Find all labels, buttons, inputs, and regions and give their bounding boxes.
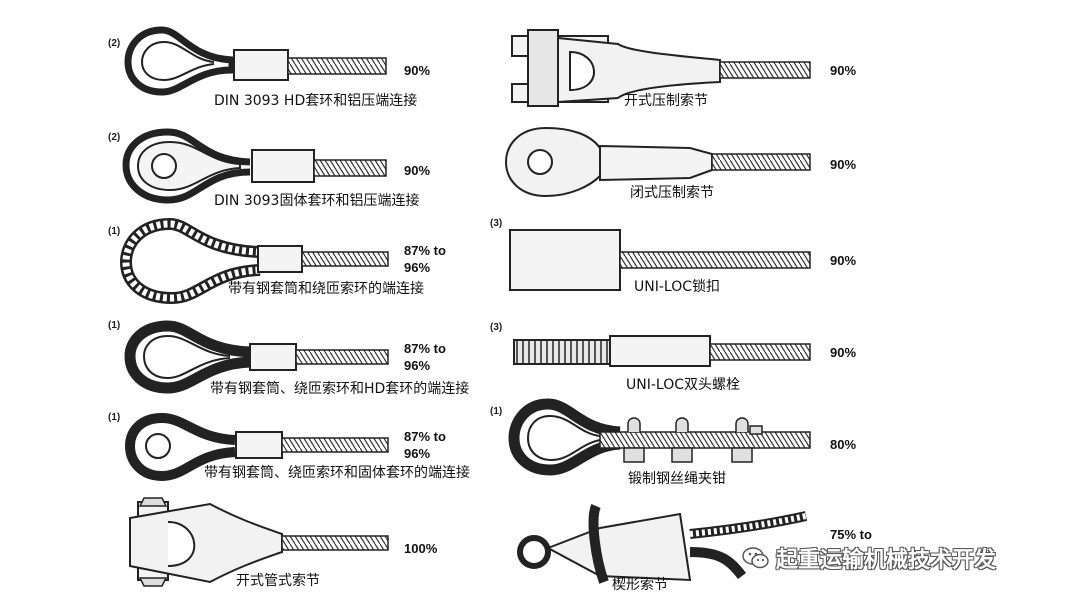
fitting-10-illustration (514, 336, 810, 366)
caption-2: DIN 3093固体套环和铝压端连接 (214, 190, 419, 210)
note-1: (2) (108, 38, 120, 49)
note-3: (1) (108, 226, 120, 237)
caption-1: DIN 3093 HD套环和铝压端连接 (214, 90, 417, 110)
note-11: (1) (490, 406, 502, 417)
pct-8: 90% (830, 156, 856, 173)
pct-10: 90% (830, 344, 856, 361)
pct-3: 87% to 96% (404, 242, 446, 276)
note-10: (3) (490, 322, 502, 333)
caption-11: 锻制钢丝绳夹钳 (628, 468, 726, 488)
pct-12: 75% to (830, 526, 872, 543)
watermark: 起重运输机械技术开发 (742, 542, 996, 574)
watermark-text: 起重运输机械技术开发 (776, 542, 996, 574)
caption-6: 开式管式索节 (236, 570, 320, 590)
note-5: (1) (108, 412, 120, 423)
caption-3: 带有钢套筒和绕匝索环的端连接 (228, 278, 424, 298)
pct-4: 87% to 96% (404, 340, 446, 374)
caption-10: UNI-LOC双头螺栓 (626, 374, 740, 394)
caption-5: 带有钢套筒、绕匝索环和固体套环的端连接 (204, 462, 470, 482)
note-4: (1) (108, 320, 120, 331)
wechat-icon (742, 546, 770, 570)
caption-7: 开式压制索节 (624, 90, 708, 110)
note-9: (3) (490, 218, 502, 229)
caption-9: UNI-LOC锁扣 (634, 276, 720, 296)
caption-8: 闭式压制索节 (630, 182, 714, 202)
pct-11: 80% (830, 436, 856, 453)
pct-7: 90% (830, 62, 856, 79)
pct-6: 100% (404, 540, 437, 557)
pct-2: 90% (404, 162, 430, 179)
note-2: (2) (108, 132, 120, 143)
fitting-1-illustration (128, 30, 386, 92)
pct-9: 90% (830, 252, 856, 269)
fitting-11-illustration (514, 404, 810, 470)
caption-12: 楔形索节 (612, 574, 668, 594)
pct-5: 87% to 96% (404, 428, 446, 462)
pct-1: 90% (404, 62, 430, 79)
caption-4: 带有钢套筒、绕匝索环和HD套环的端连接 (210, 378, 469, 398)
